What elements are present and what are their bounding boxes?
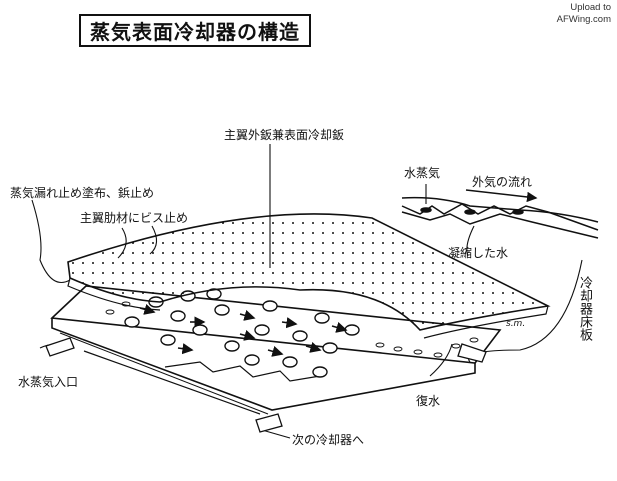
label-rib-screws: 主翼肋材にビス止め — [80, 211, 189, 225]
label-next-cooler: 次の冷却器へ — [292, 433, 365, 447]
pipe-fittings — [45, 337, 487, 433]
watermark-line-1: Upload to — [570, 2, 611, 13]
base-plate — [50, 285, 502, 415]
artist-signature: s.m. — [506, 319, 526, 329]
outer-skin-plate — [67, 213, 551, 339]
cross-section-inset — [401, 189, 599, 239]
label-steam: 水蒸気 — [404, 166, 441, 180]
upload-watermark: Upload to AFWing.com — [521, 2, 611, 26]
label-outside-air-flow: 外気の流れ — [472, 175, 533, 189]
diagram-title: 蒸気表面冷却器の構造 — [79, 14, 311, 47]
label-return-water: 復水 — [416, 394, 441, 408]
label-base-plate: 冷却器床板 — [577, 276, 592, 341]
steam-flow-arrows — [139, 303, 348, 357]
label-outer-skin: 主翼外鈑兼表面冷却鈑 — [224, 128, 345, 142]
watermark-line-2: AFWing.com — [556, 14, 611, 25]
label-sealant-rivets: 蒸気漏れ止め塗布、鋲止め — [10, 186, 155, 200]
label-condensed-water: 凝縮した水 — [448, 246, 509, 260]
label-steam-inlet: 水蒸気入口 — [18, 375, 79, 389]
